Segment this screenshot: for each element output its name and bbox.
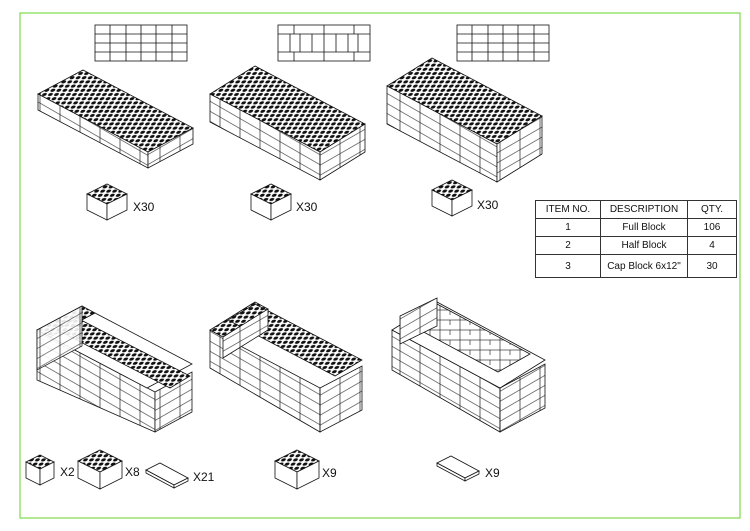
description-cell: Full Block (600, 218, 688, 237)
qty-label-cap-block: X21 (193, 470, 215, 484)
table-row: 3 Cap Block 6x12" 30 (535, 254, 737, 278)
assembly-step3 (386, 57, 543, 183)
assembly-step2 (209, 65, 366, 181)
assembly-step5 (209, 301, 363, 433)
plan-view-step1 (94, 24, 188, 62)
qty-label-step1: X30 (133, 200, 155, 214)
quantity-cell: 4 (687, 236, 737, 255)
half-block-icon (25, 454, 55, 486)
qty-label-step3: X30 (477, 198, 499, 212)
table-row: 1 Full Block 106 (535, 218, 737, 237)
item-number-cell: 2 (535, 236, 601, 255)
qty-label-step5: X9 (322, 466, 337, 480)
description-cell: Cap Block 6x12" (600, 254, 688, 278)
table-row: 2 Half Block 4 (535, 236, 737, 255)
full-block-icon (431, 179, 473, 217)
item-number-cell: 1 (535, 218, 601, 237)
column-header-item-no: ITEM NO. (535, 200, 601, 219)
full-block-icon (77, 449, 123, 490)
description-cell: Half Block (600, 236, 688, 255)
table-header-row: ITEM NO. DESCRIPTION QTY. (535, 200, 737, 219)
full-block-icon (86, 183, 128, 221)
assembly-step4 (36, 305, 193, 433)
full-block-icon (274, 449, 320, 490)
assembly-step1 (37, 69, 194, 169)
sheet-border (19, 12, 741, 519)
plan-view-step2 (277, 24, 371, 62)
qty-label-full-block: X8 (125, 465, 140, 479)
assembly-step6 (391, 297, 546, 433)
quantity-cell: 30 (687, 254, 737, 278)
qty-label-half-block: X2 (60, 465, 75, 479)
qty-label-step6: X9 (485, 466, 500, 480)
column-header-description: DESCRIPTION (600, 200, 688, 219)
column-header-qty: QTY. (687, 200, 737, 219)
bill-of-materials-table: ITEM NO. DESCRIPTION QTY. 1 Full Block 1… (535, 200, 737, 278)
cap-block-icon (145, 462, 189, 489)
quantity-cell: 106 (687, 218, 737, 237)
cap-block-icon (436, 455, 480, 482)
plan-view-step3 (456, 24, 550, 62)
full-block-icon (250, 183, 292, 221)
item-number-cell: 3 (535, 254, 601, 278)
qty-label-step2: X30 (296, 200, 318, 214)
